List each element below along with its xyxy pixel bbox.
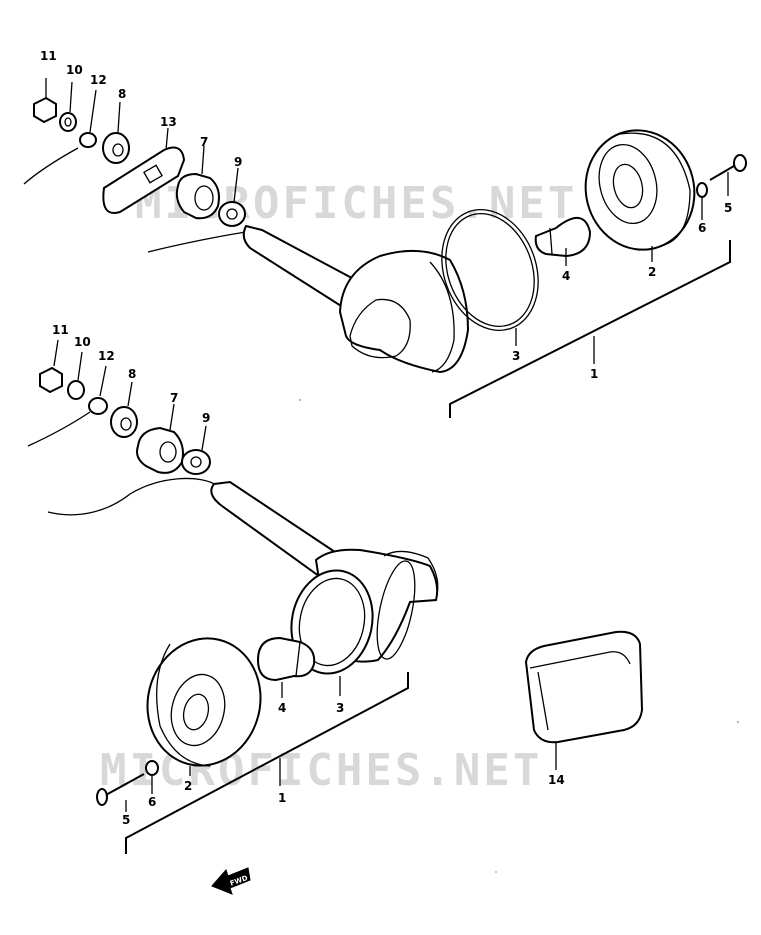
callout-upper-2: 2 [648, 265, 656, 279]
callout-upper-5: 5 [724, 201, 732, 215]
upper-part-8-washer [102, 132, 130, 164]
lower-part-12-eyelet [88, 397, 108, 415]
upper-wire [147, 231, 247, 253]
upper-part-2-lens [584, 129, 696, 251]
lower-part-11-nut [39, 366, 63, 394]
callout-lower-9: 9 [202, 411, 210, 425]
callout-14: 14 [548, 773, 565, 787]
part-14-flasher-relay [524, 630, 644, 744]
callout-lower-10: 10 [74, 335, 91, 349]
lower-wire-lead [27, 411, 91, 447]
lower-assembly-bracket [125, 672, 409, 854]
callout-lower-7: 7 [170, 391, 178, 405]
callout-lower-4: 4 [278, 701, 286, 715]
callout-lower-6: 6 [148, 795, 156, 809]
lower-turn-signal-assembly: 11 10 12 8 7 9 4 3 2 6 5 1 [27, 323, 557, 854]
callout-lower-3: 3 [336, 701, 344, 715]
lower-wire [47, 477, 219, 516]
callout-upper-8: 8 [118, 87, 126, 101]
callout-lower-12: 12 [98, 349, 115, 363]
callout-upper-12: 12 [90, 73, 107, 87]
upper-assembly-bracket [449, 240, 731, 418]
callout-upper-13: 13 [160, 115, 177, 129]
callout-upper-6: 6 [698, 221, 706, 235]
callout-upper-10: 10 [66, 63, 83, 77]
lower-part-10-washer [67, 380, 85, 400]
callout-lower-11: 11 [52, 323, 69, 337]
callout-lower-5: 5 [122, 813, 130, 827]
upper-turn-signal-assembly: 11 10 12 8 13 7 9 3 4 2 6 5 1 [23, 49, 747, 418]
lower-part-5-screw [103, 773, 145, 797]
upper-part-10-washer [59, 112, 77, 132]
lower-part-8-washer [110, 406, 138, 438]
forward-arrow: FWD [211, 867, 251, 895]
flasher-relay-assembly: 14 [524, 630, 644, 787]
callout-upper-1: 1 [590, 367, 598, 381]
callout-upper-9: 9 [234, 155, 242, 169]
upper-part-13-bracket [102, 146, 186, 214]
upper-part-3-gasket [441, 209, 539, 331]
callout-lower-8: 8 [128, 367, 136, 381]
lower-part-4-bulb [256, 636, 316, 682]
upper-housing [338, 249, 470, 374]
callout-upper-4: 4 [562, 269, 570, 283]
lower-part-3-rim [290, 569, 374, 675]
lower-part-9-washer [181, 449, 211, 475]
callout-upper-3: 3 [512, 349, 520, 363]
upper-part-7-cushion [175, 172, 220, 220]
upper-part-5-screw [709, 165, 735, 181]
callout-upper-7: 7 [200, 135, 208, 149]
fwd-arrow-icon [211, 867, 251, 895]
upper-part-9-washer [218, 201, 246, 227]
lower-part-6-washer [145, 760, 159, 776]
upper-part-6-washer [696, 182, 708, 198]
upper-part-11-nut [33, 96, 57, 124]
callout-lower-2: 2 [184, 779, 192, 793]
upper-wire-lead [23, 147, 79, 185]
upper-part-4-bulb [534, 217, 592, 258]
upper-part-12-eyelet [79, 132, 97, 148]
callout-upper-11: 11 [40, 49, 57, 63]
callout-lower-1: 1 [278, 791, 286, 805]
